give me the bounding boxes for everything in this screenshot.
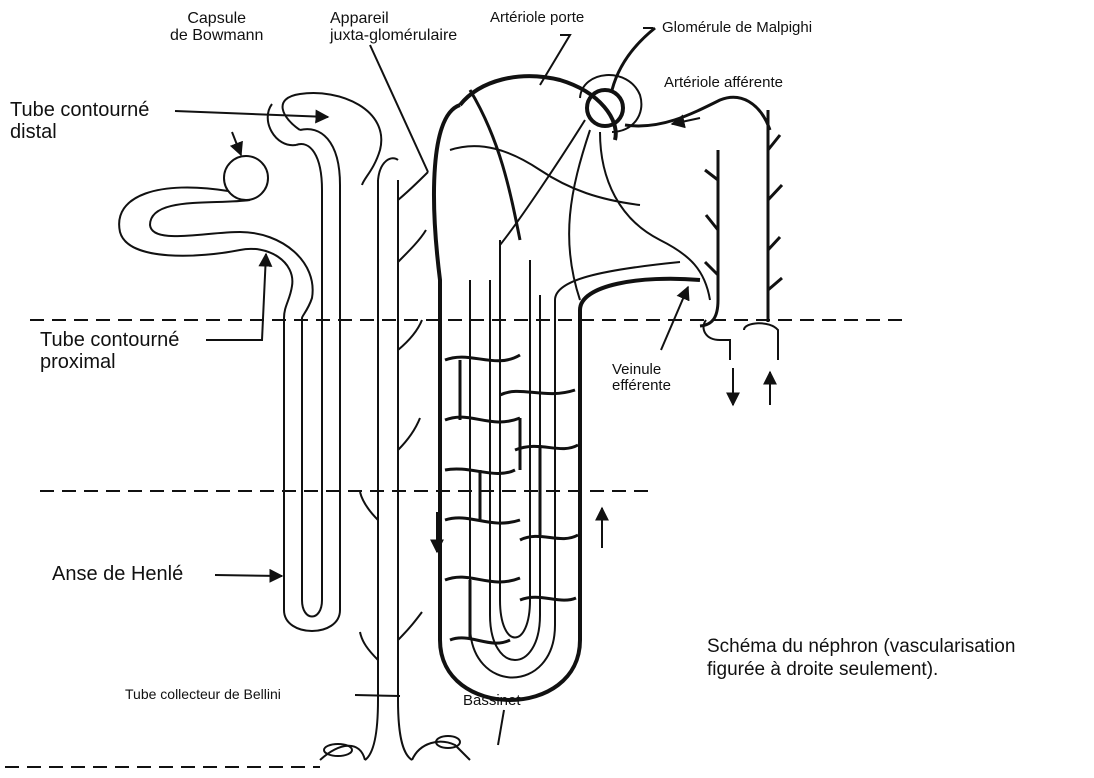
label-capsule-bowmann: Capsule de Bowmann xyxy=(170,10,263,45)
label-tube-proximal-line1: Tube contourné xyxy=(40,330,179,352)
label-arteriole-afferente: Artériole afférente xyxy=(664,75,783,91)
label-tube-proximal: Tube contourné proximal xyxy=(40,330,179,373)
label-tube-distal-line1: Tube contourné xyxy=(10,100,149,122)
label-veinule-efferente: Veinule efférente xyxy=(612,362,671,394)
label-appareil-line1: Appareil xyxy=(330,10,457,27)
label-tube-proximal-line2: proximal xyxy=(40,352,179,374)
peripheral-vessels xyxy=(700,110,782,360)
caption-line2: figurée à droite seulement). xyxy=(707,659,1015,682)
figure-caption: Schéma du néphron (vascularisation figur… xyxy=(707,636,1015,682)
label-bassinet: Bassinet xyxy=(463,693,521,709)
label-appareil-juxta: Appareil juxta-glomérulaire xyxy=(330,10,457,45)
label-capsule-line2: de Bowmann xyxy=(170,27,263,44)
label-appareil-line2: juxta-glomérulaire xyxy=(330,27,457,44)
label-veinule-line2: efférente xyxy=(612,378,671,394)
label-glomerule-malpighi: Glomérule de Malpighi xyxy=(662,20,812,36)
flow-arrows xyxy=(437,118,770,552)
label-tube-distal-line2: distal xyxy=(10,122,149,144)
caption-line1: Schéma du néphron (vascularisation xyxy=(707,636,1015,659)
label-capsule-line1: Capsule xyxy=(170,10,263,27)
label-tube-distal: Tube contourné distal xyxy=(10,100,149,143)
label-tube-collecteur: Tube collecteur de Bellini xyxy=(125,687,281,702)
label-anse-henle: Anse de Henlé xyxy=(52,564,183,586)
glomerulus-and-arterioles xyxy=(450,28,770,300)
label-arteriole-porte: Artériole porte xyxy=(490,10,584,26)
label-veinule-line1: Veinule xyxy=(612,362,671,378)
